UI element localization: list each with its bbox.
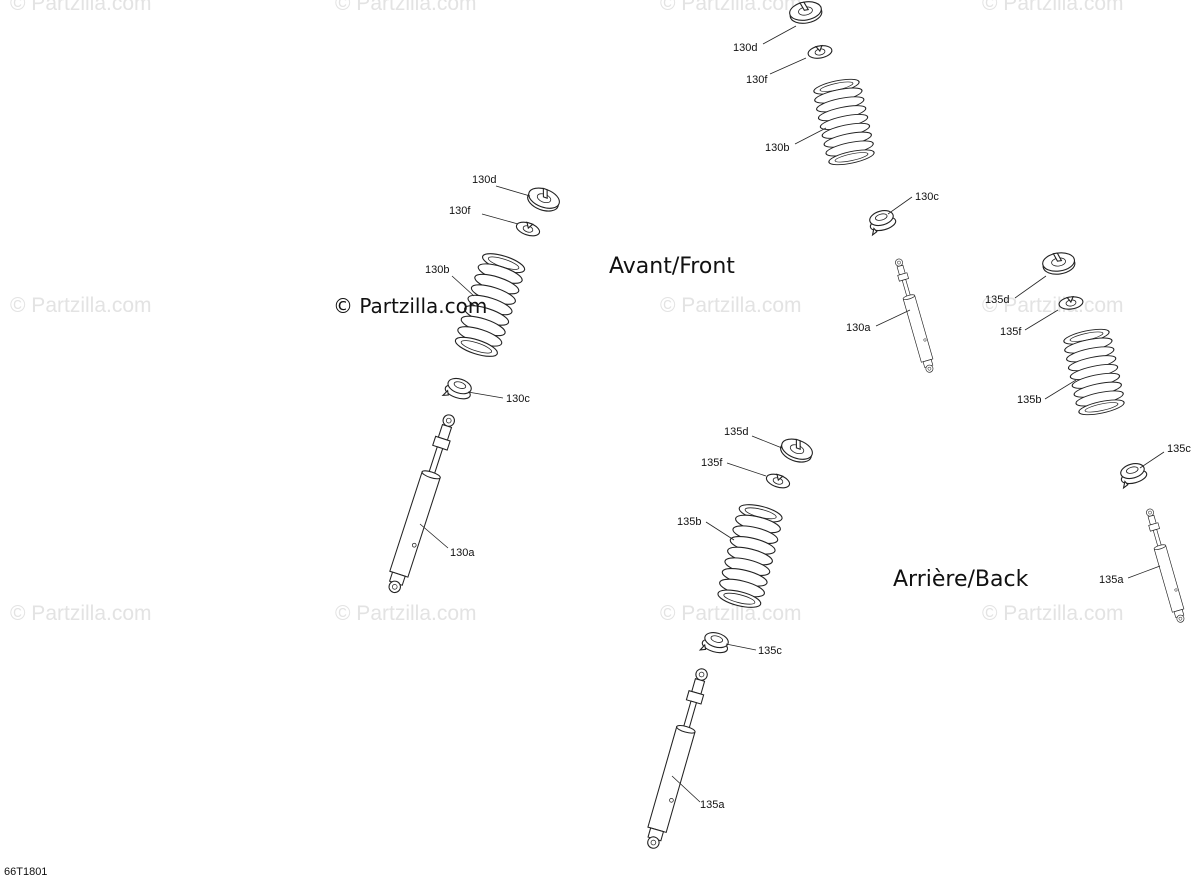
- clip-135f-left: [764, 471, 792, 491]
- callout-135f: 135f: [1000, 326, 1022, 338]
- callout-135b: 135b: [677, 516, 702, 528]
- shock-130a-left: [383, 411, 461, 596]
- watermark: © Partzilla.com: [660, 602, 802, 625]
- diagram-code: 66T1801: [4, 866, 48, 878]
- callout-130b: 130b: [765, 142, 790, 154]
- collar-135d-right: [1040, 250, 1077, 277]
- callout-130c: 130c: [506, 393, 530, 405]
- spring-135b-right: [1061, 325, 1127, 419]
- seat-130c-right: [866, 207, 899, 236]
- callout-130a: 130a: [846, 322, 871, 334]
- callout-130d: 130d: [733, 42, 758, 54]
- spring-130b-right: [811, 75, 877, 169]
- watermark: © Partzilla.com: [982, 0, 1124, 15]
- title-back: Arrière/Back: [893, 567, 1029, 592]
- callout-135a: 135a: [700, 799, 725, 811]
- clip-130f-left: [514, 219, 542, 239]
- callout-130f: 130f: [449, 205, 471, 217]
- leader-lines: [419, 25, 1165, 803]
- watermark: © Partzilla.com: [982, 602, 1124, 625]
- callout-130a: 130a: [450, 547, 475, 559]
- watermark: © Partzilla.com: [10, 0, 152, 15]
- collar-130d-left: [524, 183, 563, 216]
- brand-text: © Partzilla.com: [333, 294, 488, 318]
- watermark: © Partzilla.com: [335, 602, 477, 625]
- seat-130c-left: [442, 374, 475, 404]
- callout-130b: 130b: [425, 264, 450, 276]
- title-front: Avant/Front: [609, 254, 735, 279]
- collar-130d-right: [787, 0, 824, 27]
- callout-130c: 130c: [915, 191, 939, 203]
- collar-135d-left: [777, 434, 816, 467]
- callout-135a: 135a: [1099, 574, 1124, 586]
- callout-135c: 135c: [758, 645, 782, 657]
- seat-135c-left: [699, 629, 732, 658]
- watermark: © Partzilla.com: [660, 294, 802, 317]
- shock-135a-left: [642, 665, 713, 852]
- callout-135c: 135c: [1167, 443, 1191, 455]
- clip-135f-right: [1057, 294, 1085, 312]
- watermark: © Partzilla.com: [10, 294, 152, 317]
- spring-135b-left: [714, 500, 786, 612]
- callout-130f: 130f: [746, 74, 768, 86]
- callout-135d: 135d: [985, 294, 1010, 306]
- watermark: © Partzilla.com: [982, 294, 1124, 317]
- shock-135a-right: [1142, 507, 1188, 625]
- callout-135d: 135d: [724, 426, 749, 438]
- callout-135b: 135b: [1017, 394, 1042, 406]
- callout-135f: 135f: [701, 457, 723, 469]
- clip-130f-right: [806, 43, 834, 61]
- watermark: © Partzilla.com: [660, 0, 802, 15]
- callout-130d: 130d: [472, 174, 497, 186]
- watermark: © Partzilla.com: [335, 0, 477, 15]
- watermark: © Partzilla.com: [10, 602, 152, 625]
